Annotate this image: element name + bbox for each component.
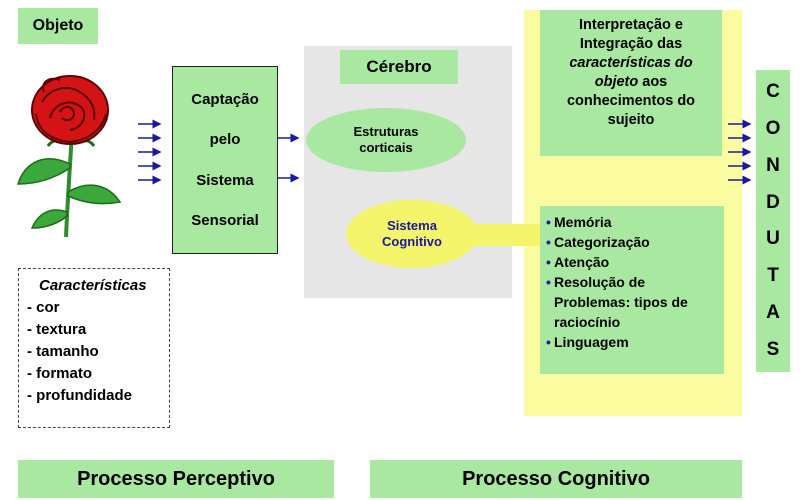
condutas-letter: S [766,338,780,360]
interp-line: aos [638,74,668,90]
caracteristicas-box: Características - cor - textura - tamanh… [18,268,170,428]
interp-line: Interpretação e [579,17,683,33]
interp-line: objeto [594,74,639,90]
condutas-letter: D [766,191,780,213]
interpretacao-box: Interpretação e Integração das caracterí… [540,10,722,156]
caracteristicas-item: - cor [27,299,60,316]
sistema-line: Cognitivo [382,234,442,249]
caracteristicas-item: - profundidade [27,387,132,404]
estruturas-line: Estruturas [353,123,419,139]
captacao-line: Sensorial [191,212,259,230]
caracteristicas-item: - textura [27,321,87,338]
condutas-letter: C [766,81,780,103]
condutas-letter: A [766,301,780,323]
list-item: Memória [546,212,720,232]
objeto-label: Objeto [18,8,98,44]
processo-cognitivo-label: Processo Cognitivo [370,460,742,498]
captacao-line: pelo [209,131,241,149]
cognitive-connector [474,224,540,246]
list-item: Linguagem [546,332,720,352]
captacao-line: Sistema [196,171,254,189]
cognitive-items-list: Memória Categorização Atenção Resolução … [546,212,720,352]
condutas-letter: N [766,154,780,176]
caracteristicas-title: Características [39,277,147,294]
interp-line: sujeito [607,112,655,128]
condutas-box: C O N D U T A S [756,70,790,372]
sistema-line: Sistema [387,217,437,233]
captacao-box: Captação pelo Sistema Sensorial [172,66,278,254]
list-item: Categorização [546,232,720,252]
cerebro-label: Cérebro [340,50,458,84]
estruturas-line: corticais [359,140,413,155]
interp-line: Integração das [579,36,683,52]
condutas-letter: U [766,228,780,250]
condutas-letter: T [767,265,779,287]
interp-line: conhecimentos do [566,93,696,109]
processo-perceptivo-label: Processo Perceptivo [18,460,334,498]
condutas-letter: O [765,118,781,140]
cognitive-items-box: Memória Categorização Atenção Resolução … [540,206,724,374]
list-item: Atenção [546,252,720,272]
caracteristicas-item: - tamanho [27,343,99,360]
list-item: Resolução de Problemas: tipos de raciocí… [546,272,720,332]
rose-icon [16,75,122,238]
interp-line: características do [569,55,693,71]
caracteristicas-item: - formato [27,365,92,382]
captacao-line: Captação [191,90,259,108]
